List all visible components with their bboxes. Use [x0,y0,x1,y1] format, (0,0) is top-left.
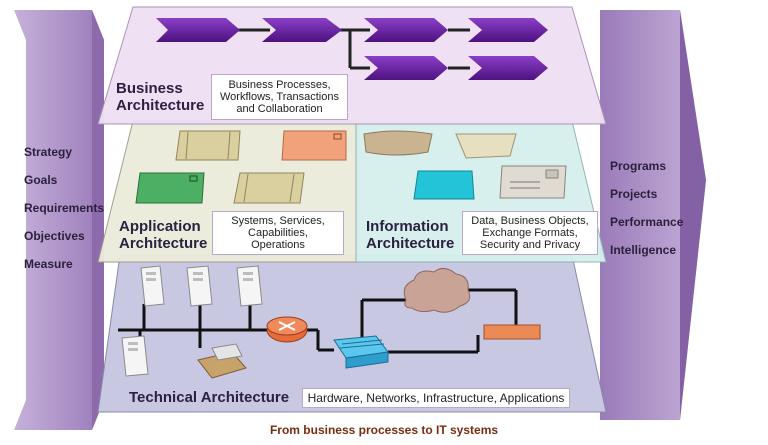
data-scroll-icon [363,130,433,156]
server-icon-3 [236,265,263,307]
right-banner-item: Programs [610,159,667,173]
left-banner-item: Requirements [24,201,105,215]
storage-icon [483,324,541,340]
router-icon [266,316,308,343]
right-banner-list: Programs Projects Performance Intelligen… [610,152,683,264]
right-banner-item: Intelligence [610,243,677,257]
left-banner-item: Strategy [24,145,73,159]
module-icon-tan-2 [233,172,305,204]
right-banner-item: Performance [610,215,684,229]
data-object-icon [413,170,475,200]
left-banner-list: Strategy Goals Requirements Objectives M… [24,138,104,278]
process-arrow-3 [364,18,448,42]
business-architecture-description: Business Processes, Workflows, Transacti… [211,74,348,120]
information-architecture-title: Information Architecture [366,218,455,252]
application-architecture-description: Systems, Services, Capabilities, Operati… [212,211,344,255]
process-arrow-2 [262,18,342,42]
module-icon-orange [281,130,347,161]
right-banner [600,10,706,420]
cloud-icon [403,268,471,313]
information-icons [363,130,567,200]
firewall-icon [333,335,389,369]
module-icon-tan-1 [175,130,241,161]
application-architecture-title: Application Architecture [119,218,208,252]
information-architecture-description: Data, Business Objects, Exchange Formats… [462,211,598,255]
module-icon-green [135,172,205,204]
server-icon-2 [186,265,213,307]
left-banner-item: Objectives [24,229,85,243]
business-architecture-title: Business Architecture [116,80,205,114]
process-arrow-1 [156,18,240,42]
technical-architecture-description: Hardware, Networks, Infrastructure, Appl… [302,388,570,408]
figure-caption: From business processes to IT systems [269,423,499,437]
network-diagram [118,265,541,379]
printer-icon [197,343,247,379]
process-arrow-4 [468,18,548,42]
document-icon [455,133,517,159]
technical-architecture-title: Technical Architecture [129,389,290,406]
process-arrow-6 [468,56,548,80]
right-banner-item: Projects [610,187,658,201]
server-icon-1 [140,265,165,307]
process-arrow-5 [364,56,448,80]
left-banner-item: Goals [24,173,58,187]
left-banner-item: Measure [24,257,73,271]
process-flow [156,18,548,80]
envelope-icon [499,165,567,199]
server-icon-4 [121,335,149,377]
application-icons [135,130,347,204]
